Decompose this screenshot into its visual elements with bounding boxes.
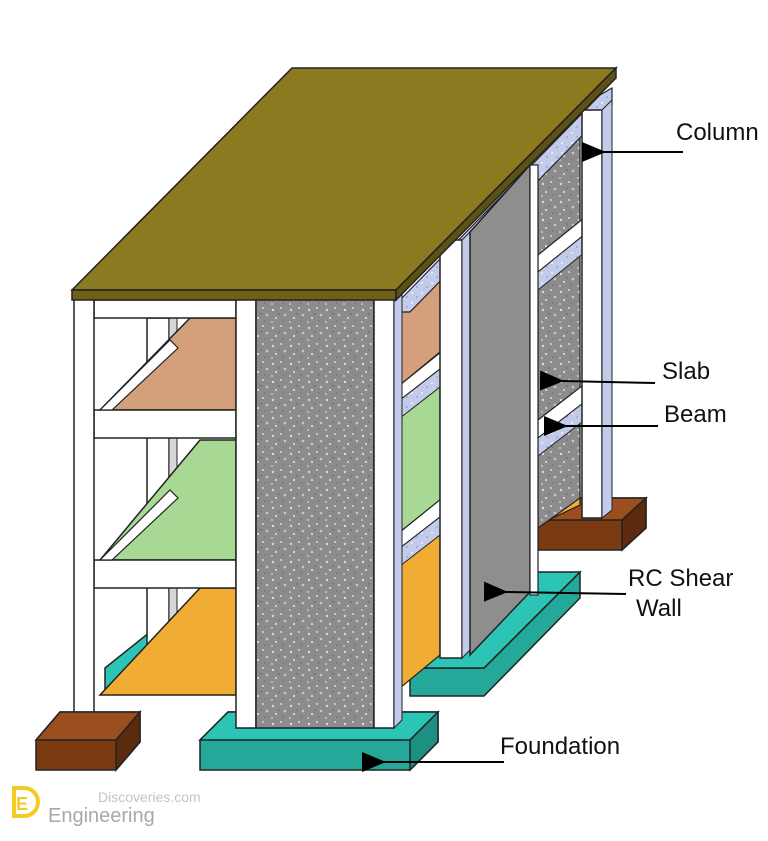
shear-wall-middle xyxy=(470,165,530,655)
foundation-left-brown xyxy=(36,712,140,770)
label-shear-wall-line1: RC Shear xyxy=(628,565,733,592)
label-column: Column xyxy=(676,119,759,146)
shear-wall-front xyxy=(236,290,402,728)
column-left-front xyxy=(74,298,94,728)
label-beam: Beam xyxy=(664,401,727,428)
label-column-group: Column xyxy=(604,119,759,152)
label-shear-wall-line2: Wall xyxy=(636,595,682,622)
label-foundation: Foundation xyxy=(500,733,620,760)
watermark-line2: Engineering xyxy=(48,805,155,827)
watermark-line1: Discoveries.com xyxy=(98,789,201,805)
column-middle-right xyxy=(440,232,470,658)
watermark-logo-icon: E xyxy=(14,788,38,816)
watermark-logo-letter: E xyxy=(16,794,28,814)
column-back-right xyxy=(582,100,612,518)
watermark: E Discoveries.com Engineering xyxy=(14,788,201,827)
label-slab: Slab xyxy=(662,358,710,385)
